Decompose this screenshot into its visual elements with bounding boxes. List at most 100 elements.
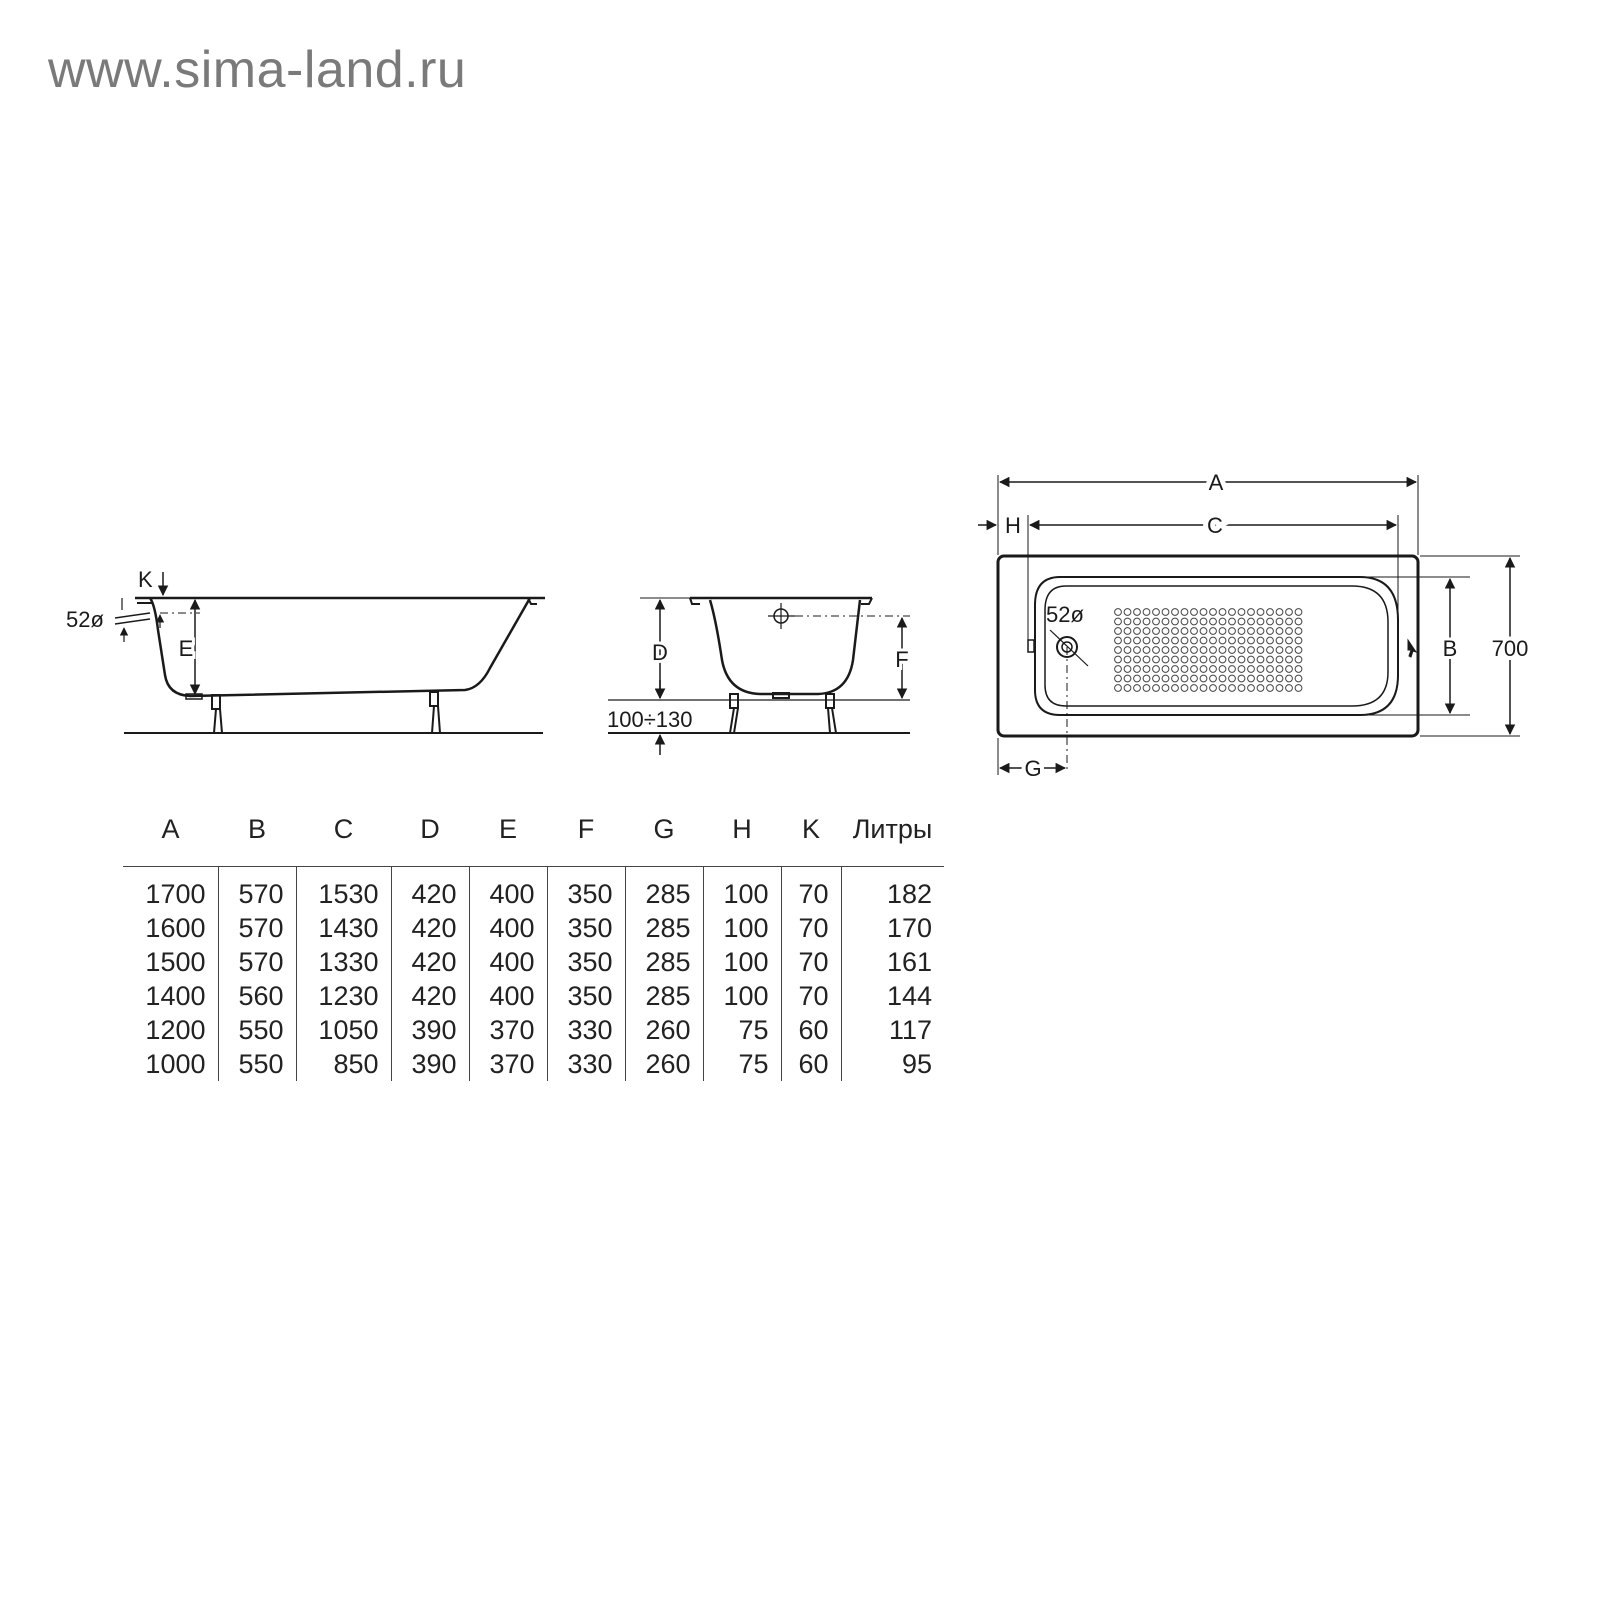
anti-slip-dot bbox=[1294, 684, 1303, 692]
anti-slip-dot bbox=[1180, 646, 1189, 654]
anti-slip-dot bbox=[1133, 636, 1141, 645]
anti-slip-dot bbox=[1285, 684, 1293, 692]
anti-slip-dot bbox=[1237, 646, 1246, 654]
anti-slip-dot bbox=[1199, 636, 1208, 645]
anti-slip-dot bbox=[1190, 646, 1198, 654]
table-cell: 70 bbox=[780, 979, 841, 1013]
side-view-label-k: K bbox=[138, 567, 153, 592]
anti-slip-dot bbox=[1123, 608, 1132, 616]
anti-slip-dot bbox=[1247, 608, 1255, 616]
anti-slip-dot bbox=[1171, 627, 1179, 635]
anti-slip-dot bbox=[1123, 674, 1132, 683]
table-cell: 350 bbox=[546, 979, 625, 1013]
anti-slip-dot bbox=[1114, 674, 1122, 683]
anti-slip-dot bbox=[1209, 674, 1217, 683]
anti-slip-dot bbox=[1180, 684, 1189, 692]
table-header-cell: K bbox=[801, 814, 820, 844]
anti-slip-dot bbox=[1218, 627, 1227, 635]
table-header-cell: Литры bbox=[852, 814, 933, 844]
anti-slip-dot bbox=[1247, 665, 1255, 673]
anti-slip-dot bbox=[1114, 665, 1122, 673]
anti-slip-dot bbox=[1142, 617, 1151, 626]
table-header-cell: F bbox=[577, 814, 595, 844]
anti-slip-dot bbox=[1275, 636, 1284, 645]
anti-slip-dot bbox=[1133, 608, 1141, 616]
anti-slip-dot bbox=[1161, 636, 1170, 645]
table-header-cell: D bbox=[420, 814, 440, 844]
anti-slip-dot bbox=[1247, 627, 1255, 635]
anti-slip-dot bbox=[1209, 636, 1217, 645]
end-view-label-f: F bbox=[895, 647, 908, 672]
anti-slip-dot bbox=[1171, 665, 1179, 673]
anti-slip-dot bbox=[1142, 646, 1151, 654]
table-cell: 285 bbox=[624, 979, 703, 1013]
anti-slip-dot bbox=[1285, 674, 1293, 683]
top-view-label-g: G bbox=[1024, 756, 1041, 781]
anti-slip-dot bbox=[1256, 665, 1265, 673]
table-cell: 285 bbox=[624, 945, 703, 979]
anti-slip-dot bbox=[1218, 684, 1227, 692]
table-cell: 285 bbox=[624, 911, 703, 945]
table-cell: 330 bbox=[546, 1013, 625, 1047]
anti-slip-dot bbox=[1133, 674, 1141, 683]
table-cell: 1330 bbox=[295, 945, 391, 979]
anti-slip-dot bbox=[1275, 684, 1284, 692]
anti-slip-dot bbox=[1152, 665, 1160, 673]
anti-slip-dot bbox=[1247, 636, 1255, 645]
anti-slip-dot bbox=[1228, 674, 1236, 683]
table-cell: 370 bbox=[468, 1013, 547, 1047]
table-cell: 350 bbox=[546, 866, 625, 911]
anti-slip-dot bbox=[1133, 627, 1141, 635]
anti-slip-dot bbox=[1285, 665, 1293, 673]
anti-slip-dot bbox=[1180, 608, 1189, 616]
anti-slip-dot bbox=[1237, 627, 1246, 635]
anti-slip-dot bbox=[1199, 665, 1208, 673]
anti-slip-dot bbox=[1266, 646, 1274, 654]
anti-slip-dot bbox=[1285, 646, 1293, 654]
anti-slip-dot bbox=[1228, 684, 1236, 692]
anti-slip-dot bbox=[1237, 674, 1246, 683]
anti-slip-dot bbox=[1237, 684, 1246, 692]
side-view-label-e: E bbox=[179, 636, 194, 661]
anti-slip-dot bbox=[1275, 674, 1284, 683]
anti-slip-dot bbox=[1294, 617, 1303, 626]
anti-slip-dot bbox=[1209, 627, 1217, 635]
table-header-cell: E bbox=[498, 814, 517, 844]
anti-slip-dot bbox=[1190, 627, 1198, 635]
anti-slip-dot bbox=[1114, 608, 1122, 616]
anti-slip-dot bbox=[1294, 636, 1303, 645]
anti-slip-dot bbox=[1161, 627, 1170, 635]
anti-slip-dot bbox=[1142, 636, 1151, 645]
table-cell: 350 bbox=[546, 911, 625, 945]
anti-slip-dot bbox=[1190, 608, 1198, 616]
side-view-tub-profile bbox=[135, 596, 545, 698]
anti-slip-dot bbox=[1237, 665, 1246, 673]
side-view bbox=[114, 572, 545, 734]
table-cell: 70 bbox=[780, 911, 841, 945]
anti-slip-dot bbox=[1256, 608, 1265, 616]
top-view-label-drain: 52ø bbox=[1046, 602, 1084, 627]
anti-slip-dot bbox=[1142, 608, 1151, 616]
top-view-label-h: H bbox=[1005, 513, 1021, 538]
anti-slip-dot bbox=[1161, 665, 1170, 673]
table-cell: 100 bbox=[702, 911, 781, 945]
table-cell: 560 bbox=[217, 979, 296, 1013]
table-cell: 550 bbox=[217, 1013, 296, 1047]
anti-slip-dot bbox=[1209, 655, 1217, 664]
end-view bbox=[608, 596, 910, 755]
table-cell: 400 bbox=[468, 979, 547, 1013]
anti-slip-dot bbox=[1114, 627, 1122, 635]
table-cell: 100 bbox=[702, 945, 781, 979]
anti-slip-dot bbox=[1256, 646, 1265, 654]
anti-slip-dot bbox=[1123, 646, 1132, 654]
anti-slip-dot bbox=[1180, 617, 1189, 626]
anti-slip-dot bbox=[1199, 655, 1208, 664]
anti-slip-dot bbox=[1247, 617, 1255, 626]
anti-slip-dot bbox=[1171, 636, 1179, 645]
anti-slip-dot bbox=[1256, 655, 1265, 664]
anti-slip-dot bbox=[1114, 655, 1122, 664]
anti-slip-dot bbox=[1266, 665, 1274, 673]
